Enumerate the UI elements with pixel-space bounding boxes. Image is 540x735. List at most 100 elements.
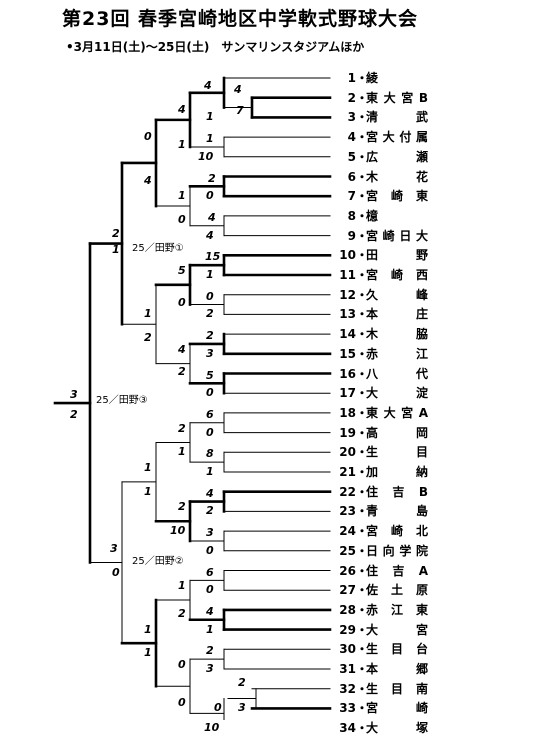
team-number: 16 xyxy=(339,366,356,381)
team-number: 20 xyxy=(339,445,356,460)
score-label: 3 xyxy=(238,701,246,715)
team-row: 7・宮崎東 xyxy=(334,190,428,202)
score-label: 0 xyxy=(214,701,222,715)
team-number: 22 xyxy=(339,484,356,499)
venue-label: 25／田野③ xyxy=(96,395,148,407)
score-label: 3 xyxy=(206,662,214,675)
team-separator: ・ xyxy=(356,484,369,499)
score-label: 2 xyxy=(206,329,214,343)
team-name: 佐土原 xyxy=(366,583,428,598)
team-row: 9・宮崎日大 xyxy=(334,230,428,242)
score-label: 0 xyxy=(206,583,214,597)
team-number: 11 xyxy=(339,268,356,282)
team-separator: ・ xyxy=(356,130,369,145)
score-label: 1 xyxy=(144,646,152,660)
team-row: 30・生目台 xyxy=(334,643,428,655)
team-separator: ・ xyxy=(356,169,369,184)
team-number: 12 xyxy=(339,287,356,302)
score-label: 2 xyxy=(144,331,152,345)
team-name: 大宮 xyxy=(366,622,428,637)
score-label: 8 xyxy=(206,447,214,461)
score-label: 2 xyxy=(178,500,186,514)
page-title: 第23回 春季宮崎地区中学軟式野球大会 xyxy=(62,8,419,30)
score-label: 0 xyxy=(178,695,186,709)
team-row: 33・宮崎 xyxy=(334,702,428,714)
team-separator: ・ xyxy=(356,622,369,637)
score-label: 2 xyxy=(208,171,216,185)
team-row: 22・住吉B xyxy=(334,486,428,498)
score-label: 10 xyxy=(170,524,186,538)
team-separator: ・ xyxy=(356,405,369,420)
score-label: 0 xyxy=(178,212,186,226)
team-number: 24 xyxy=(339,524,356,539)
score-label: 4 xyxy=(204,79,212,92)
team-name: 八代 xyxy=(366,366,428,381)
team-separator: ・ xyxy=(356,543,369,558)
team-number: 21 xyxy=(339,465,356,479)
team-separator: ・ xyxy=(356,524,369,539)
team-number: 1 xyxy=(347,71,356,85)
team-row: 32・生目南 xyxy=(334,683,428,695)
team-number: 25 xyxy=(339,543,356,558)
score-label: 0 xyxy=(112,565,120,579)
team-name: 木花 xyxy=(366,169,428,184)
team-number: 15 xyxy=(339,346,356,361)
score-label: 5 xyxy=(178,264,186,277)
team-separator: ・ xyxy=(356,602,369,617)
team-separator: ・ xyxy=(356,642,369,657)
score-label: 1 xyxy=(178,189,186,203)
score-label: 2 xyxy=(178,606,186,620)
score-label: 4 xyxy=(206,604,214,618)
team-name: 東大宮B xyxy=(366,90,428,105)
team-separator: ・ xyxy=(356,228,369,243)
team-number: 17 xyxy=(339,386,356,401)
score-label: 2 xyxy=(70,408,78,422)
team-separator: ・ xyxy=(356,583,369,598)
team-name: 木脇 xyxy=(366,327,428,342)
score-label: 1 xyxy=(206,132,214,146)
score-label: 1 xyxy=(144,622,152,636)
team-name: 檍 xyxy=(366,208,379,223)
score-label: 15 xyxy=(205,250,221,264)
team-name: 大淀 xyxy=(366,386,428,401)
score-label: 1 xyxy=(206,622,214,636)
team-row: 2・東大宮B xyxy=(334,92,428,104)
team-row: 12・久峰 xyxy=(334,289,428,301)
team-name: 高岡 xyxy=(366,425,428,440)
score-label: 3 xyxy=(70,388,78,402)
team-name: 清武 xyxy=(366,110,428,125)
score-label: 2 xyxy=(178,364,186,378)
team-name: 住吉A xyxy=(366,563,428,578)
team-name: 東大宮A xyxy=(366,405,428,420)
team-row: 11・宮崎西 xyxy=(334,269,428,281)
team-separator: ・ xyxy=(356,721,369,735)
tournament-bracket xyxy=(53,76,332,720)
score-label: 1 xyxy=(178,579,186,593)
team-separator: ・ xyxy=(356,445,369,460)
team-separator: ・ xyxy=(356,208,369,223)
team-separator: ・ xyxy=(356,248,369,263)
score-label: 5 xyxy=(206,368,214,382)
team-number: 6 xyxy=(347,169,356,184)
team-row: 18・東大宮A xyxy=(334,407,428,419)
score-label: 0 xyxy=(178,658,186,671)
team-number: 8 xyxy=(347,208,356,223)
team-separator: ・ xyxy=(356,386,369,401)
team-separator: ・ xyxy=(356,307,369,322)
score-label: 1 xyxy=(144,484,152,498)
team-name: 住吉B xyxy=(366,484,428,499)
team-number: 28 xyxy=(339,602,356,617)
team-name: 宮崎西 xyxy=(366,268,428,282)
team-name: 大塚 xyxy=(366,721,428,735)
score-label: 0 xyxy=(206,289,214,303)
score-label: 6 xyxy=(206,565,214,579)
team-number: 3 xyxy=(347,110,356,125)
score-label: 4 xyxy=(206,228,214,242)
team-name: 田野 xyxy=(366,248,428,263)
team-name: 宮崎北 xyxy=(366,524,428,539)
team-name: 本庄 xyxy=(366,307,428,322)
score-label: 7 xyxy=(236,104,244,118)
team-separator: ・ xyxy=(356,563,369,578)
team-separator: ・ xyxy=(356,268,369,282)
team-number: 27 xyxy=(339,583,356,598)
